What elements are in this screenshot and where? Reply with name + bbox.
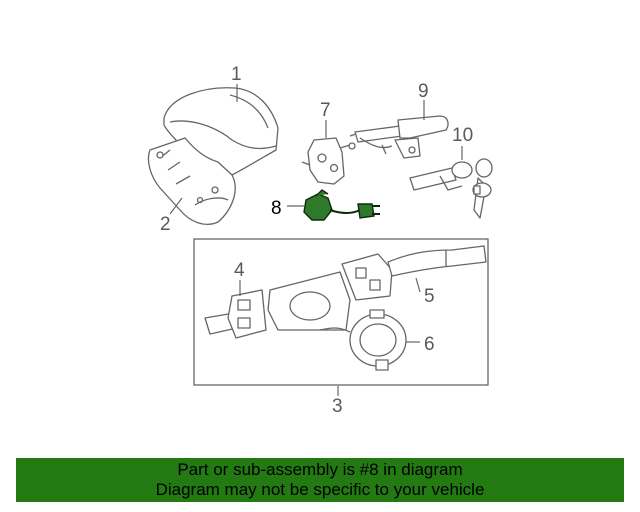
callout-9: 9 [418, 81, 429, 102]
banner-line-2: Diagram may not be specific to your vehi… [155, 480, 485, 499]
callout-6: 6 [424, 334, 435, 355]
key-interlock-solenoid[interactable] [349, 115, 449, 159]
banner-line-1: Part or sub-assembly is #8 in diagram [177, 460, 463, 479]
callout-1: 1 [231, 64, 242, 85]
spiral-cable[interactable] [319, 309, 407, 371]
callout-10: 10 [452, 125, 473, 146]
combination-switch-box [193, 238, 489, 386]
wiper-switch[interactable] [204, 289, 267, 339]
callout-5: 5 [424, 286, 435, 307]
callout-8: 8 [271, 198, 282, 219]
callout-4: 4 [234, 260, 245, 281]
parts-diagram: 1 2 3 4 5 6 7 8 9 10 [147, 64, 493, 417]
callout-7: 7 [320, 100, 331, 121]
turn-signal-switch[interactable] [267, 245, 487, 331]
callout-3: 3 [332, 396, 343, 417]
callout-2: 2 [160, 214, 171, 235]
unlock-warning-switch[interactable] [303, 189, 380, 221]
cylinder-housing[interactable] [301, 137, 356, 185]
notice-banner: Part or sub-assembly is #8 in diagram Di… [16, 458, 624, 502]
ignition-lock-cylinder[interactable] [409, 158, 493, 219]
lower-column-cover[interactable] [147, 137, 236, 225]
